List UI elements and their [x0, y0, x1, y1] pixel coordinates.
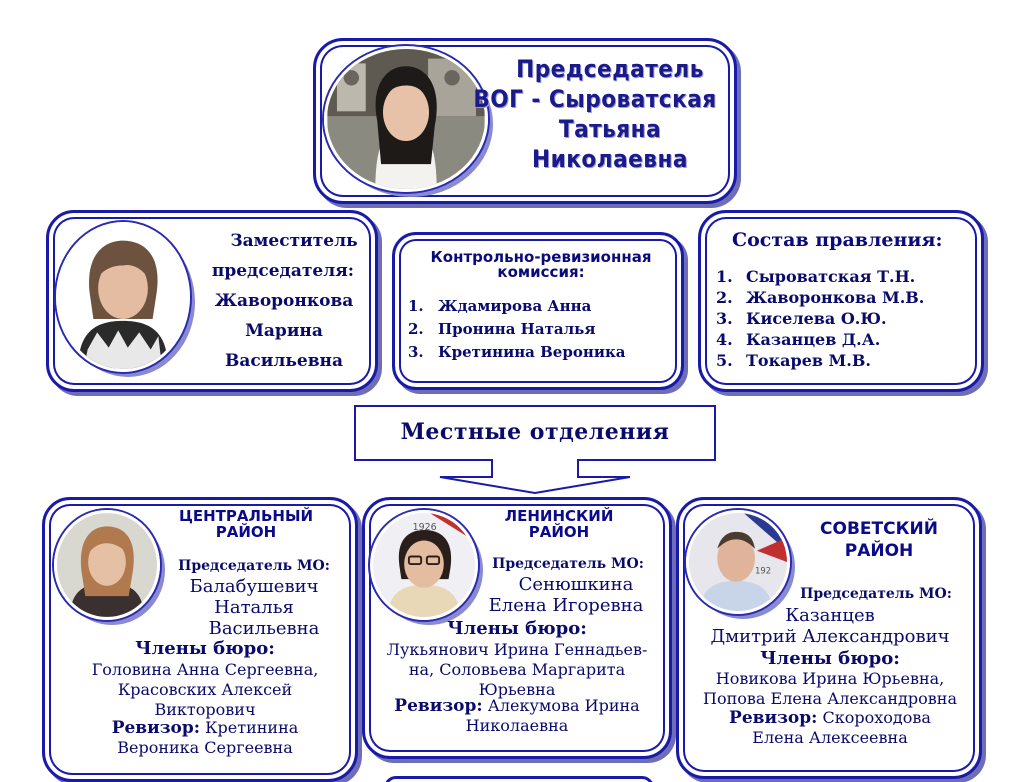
lenin-members: Лукьянович Ирина Геннадьев- на, Соловьев…: [386, 640, 648, 699]
audit-commission-list: 1.Ждамирова Анна 2.Пронина Наталья 3.Кре…: [408, 295, 678, 364]
central-chair-label: Председатель МО:: [178, 558, 330, 574]
soviet-portrait-image: 192: [689, 513, 787, 611]
central-name-line-2: РАЙОН: [215, 523, 277, 541]
deputy-line-5: Васильевна: [225, 351, 343, 371]
lenin-name-line-2: РАЙОН: [528, 523, 590, 541]
board-member: 3.Киселева О.Ю.: [716, 309, 887, 328]
audit-member: 2.Пронина Наталья: [408, 320, 596, 338]
central-district-card: [42, 497, 358, 782]
central-chair-photo: [54, 510, 160, 620]
chairman-line-1: Председатель: [516, 55, 704, 83]
deputy-line-4: Марина: [245, 321, 323, 341]
soviet-name-line-1: СОВЕТСКИЙ: [820, 519, 938, 539]
central-auditor: Ревизор: Кретинина Вероника Сергеевна: [111, 718, 299, 757]
lenin-chair-label: Председатель МО:: [492, 556, 644, 572]
lenin-auditor: Ревизор: Алекумова Ирина Николаевна: [394, 696, 640, 735]
soviet-auditor-label: Ревизор:: [729, 708, 818, 728]
soviet-district-name: СОВЕТСКИЙ РАЙОН: [796, 518, 962, 562]
next-box-edge: [384, 776, 654, 782]
soviet-auditor: Ревизор: Скороходова Елена Алексеевна: [729, 708, 931, 747]
central-members-label: Члены бюро:: [135, 638, 275, 659]
chairman-title: Председатель ВОГ - Сыроватская Татьяна Н…: [473, 54, 730, 174]
lenin-auditor-label: Ревизор:: [394, 696, 483, 716]
soviet-members-label: Члены бюро:: [760, 648, 900, 669]
soviet-members: Новикова Ирина Юрьевна, Попова Елена Але…: [703, 669, 957, 708]
chairman-portrait-image: [327, 49, 485, 189]
audit-member: 1.Ждамирова Анна: [408, 297, 592, 315]
lenin-photo-badge: 1926: [413, 522, 437, 533]
board-card: [698, 210, 984, 392]
lenin-chair-photo: 1926: [370, 510, 478, 620]
lenin-portrait-image: 1926: [373, 513, 475, 617]
lenin-chair-name: Сенюшкина Елена Игоревна: [488, 574, 644, 616]
chairman-photo: [324, 46, 488, 192]
central-members: Головина Анна Сергеевна, Красовских Алек…: [91, 660, 319, 719]
soviet-photo-badge: 192: [755, 565, 771, 575]
board-member: 1.Сыроватская Т.Н.: [716, 267, 916, 286]
central-portrait-image: [57, 513, 157, 617]
soviet-chair-name: Казанцев Дмитрий Александрович: [710, 605, 950, 647]
deputy-portrait-image: [59, 225, 187, 369]
board-title: Состав правления:: [732, 229, 943, 251]
deputy-line-1: Заместитель: [230, 231, 358, 251]
deputy-photo: [56, 222, 190, 372]
central-district-name: ЦЕНТРАЛЬНЫЙ РАЙОН: [168, 508, 324, 540]
lenin-district-name: ЛЕНИНСКИЙ РАЙОН: [484, 508, 634, 540]
board-member: 4.Казанцев Д.А.: [716, 330, 881, 349]
chairman-line-3: Татьяна Николаевна: [532, 115, 688, 173]
lenin-members-label: Члены бюро:: [447, 618, 587, 639]
deputy-title: Заместитель председателя: Жаворонкова Ма…: [196, 226, 372, 376]
board-member: 5.Токарев М.В.: [716, 351, 871, 370]
central-chair-name: Балабушевич Наталья Васильевна: [189, 576, 320, 639]
soviet-chair-label: Председатель МО:: [800, 586, 952, 602]
audit-commission-title: Контрольно-ревизионная комиссия:: [430, 248, 652, 281]
audit-commission-card: [392, 232, 684, 390]
board-list: 1.Сыроватская Т.Н. 2.Жаворонкова М.В. 3.…: [716, 266, 978, 371]
lenin-name-line-1: ЛЕНИНСКИЙ: [504, 507, 614, 525]
board-member: 2.Жаворонкова М.В.: [716, 288, 925, 307]
soviet-district-card: [676, 497, 982, 779]
chairman-line-2: ВОГ - Сыроватская: [473, 85, 717, 113]
central-name-line-1: ЦЕНТРАЛЬНЫЙ: [178, 507, 314, 525]
audit-member: 3.Кретинина Вероника: [408, 343, 626, 361]
local-branches-arrow: [439, 459, 631, 495]
central-auditor-label: Ревизор:: [111, 718, 201, 738]
deputy-line-3: Жаворонкова: [214, 291, 354, 311]
soviet-name-line-2: РАЙОН: [844, 541, 914, 561]
local-branches-banner: Местные отделения: [354, 405, 716, 461]
soviet-chair-photo: 192: [686, 510, 790, 614]
deputy-line-2: председателя:: [211, 261, 355, 281]
